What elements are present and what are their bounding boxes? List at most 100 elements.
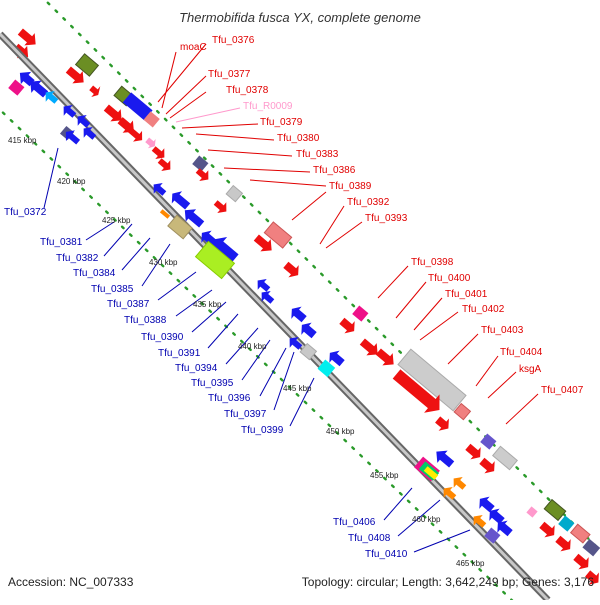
gene-feature[interactable] xyxy=(115,114,139,138)
gene-feature[interactable] xyxy=(263,221,293,249)
gene-feature[interactable] xyxy=(257,287,277,307)
gene-feature[interactable] xyxy=(41,87,61,107)
gene-feature[interactable] xyxy=(149,143,169,163)
gene-label[interactable]: Tfu_0403 xyxy=(481,325,524,336)
gene-feature[interactable] xyxy=(431,445,457,470)
gene-feature[interactable] xyxy=(352,305,369,322)
gene-feature[interactable] xyxy=(526,506,538,518)
gene-feature[interactable] xyxy=(25,75,51,100)
gene-feature[interactable] xyxy=(439,483,459,503)
gene-feature[interactable] xyxy=(251,231,277,256)
gene-feature[interactable] xyxy=(204,231,242,269)
gene-feature[interactable] xyxy=(325,347,348,370)
gene-feature[interactable] xyxy=(59,101,79,121)
gene-label[interactable]: moaC xyxy=(180,42,207,53)
gene-label[interactable]: Tfu_0395 xyxy=(191,378,234,389)
gene-feature[interactable] xyxy=(569,523,591,544)
gene-label[interactable]: Tfu_0394 xyxy=(175,363,218,374)
gene-feature[interactable] xyxy=(101,101,127,126)
gene-label[interactable]: Tfu_0386 xyxy=(313,165,356,176)
gene-feature[interactable] xyxy=(63,63,89,88)
gene-label[interactable]: Tfu_0407 xyxy=(541,385,584,396)
gene-label[interactable]: Tfu_0372 xyxy=(4,207,47,218)
gene-feature[interactable] xyxy=(389,365,447,419)
gene-label[interactable]: Tfu_0408 xyxy=(348,533,391,544)
gene-label[interactable]: Tfu_0388 xyxy=(124,315,167,326)
gene-feature[interactable] xyxy=(79,123,99,143)
gene-label[interactable]: Tfu_0401 xyxy=(445,289,488,300)
gene-label[interactable]: Tfu_0399 xyxy=(241,425,284,436)
gene-label[interactable]: ksgA xyxy=(519,364,542,375)
gene-feature[interactable] xyxy=(143,135,158,151)
gene-label[interactable]: Tfu_0377 xyxy=(208,69,251,80)
gene-feature[interactable] xyxy=(122,92,153,121)
gene-label[interactable]: Tfu_0387 xyxy=(107,299,150,310)
gene-label[interactable]: Tfu_0376 xyxy=(212,35,255,46)
gene-label[interactable]: Tfu_0383 xyxy=(296,149,339,160)
gene-feature[interactable] xyxy=(149,179,169,199)
gene-feature[interactable] xyxy=(297,319,320,342)
gene-label[interactable]: Tfu_0380 xyxy=(277,133,320,144)
gene-feature[interactable] xyxy=(480,433,497,450)
gene-label[interactable]: Tfu_0400 xyxy=(428,273,471,284)
gene-feature[interactable] xyxy=(337,315,360,338)
gene-label[interactable]: Tfu_0390 xyxy=(141,332,184,343)
gene-feature[interactable] xyxy=(180,204,207,230)
gene-feature[interactable] xyxy=(74,53,100,77)
gene-feature[interactable] xyxy=(558,515,575,532)
gene-feature[interactable] xyxy=(159,209,171,219)
gene-label[interactable]: Tfu_0392 xyxy=(347,197,390,208)
gene-feature[interactable] xyxy=(357,335,383,360)
gene-feature[interactable] xyxy=(469,511,489,531)
gene-feature[interactable] xyxy=(582,567,600,588)
gene-feature[interactable] xyxy=(449,473,469,493)
gene-feature[interactable] xyxy=(423,466,439,480)
gene-feature[interactable] xyxy=(87,82,104,99)
gene-feature[interactable] xyxy=(125,124,146,145)
gene-feature[interactable] xyxy=(194,240,236,280)
gene-feature[interactable] xyxy=(484,527,501,544)
gene-feature[interactable] xyxy=(167,214,193,240)
gene-label[interactable]: Tfu_0406 xyxy=(333,517,376,528)
gene-feature[interactable] xyxy=(287,303,310,326)
gene-label[interactable]: Tfu_0391 xyxy=(158,348,201,359)
gene-label[interactable]: Tfu_0396 xyxy=(208,393,251,404)
gene-label[interactable]: Tfu_0378 xyxy=(226,85,269,96)
gene-label[interactable]: Tfu_0389 xyxy=(329,181,372,192)
gene-feature[interactable] xyxy=(143,111,160,128)
gene-label[interactable]: Tfu_0404 xyxy=(500,347,543,358)
gene-label[interactable]: Tfu_0385 xyxy=(91,284,134,295)
gene-label[interactable]: Tfu_0410 xyxy=(365,549,408,560)
gene-feature[interactable] xyxy=(192,155,209,172)
gene-feature[interactable] xyxy=(8,79,25,96)
gene-feature[interactable] xyxy=(463,441,486,464)
gene-feature[interactable] xyxy=(317,359,336,378)
gene-feature[interactable] xyxy=(193,165,213,185)
gene-label[interactable]: Tfu_0393 xyxy=(365,213,408,224)
gene-feature[interactable] xyxy=(537,519,560,542)
gene-feature[interactable] xyxy=(211,197,231,217)
gene-feature[interactable] xyxy=(477,455,500,478)
gene-feature[interactable] xyxy=(73,111,93,131)
gene-label[interactable]: Tfu_0384 xyxy=(73,268,116,279)
gene-feature[interactable] xyxy=(543,498,567,522)
gene-feature[interactable] xyxy=(493,517,516,540)
gene-label[interactable]: Tfu_0402 xyxy=(462,304,505,315)
gene-feature[interactable] xyxy=(475,493,498,516)
gene-feature[interactable] xyxy=(253,275,273,295)
gene-label[interactable]: Tfu_0381 xyxy=(40,237,83,248)
gene-feature[interactable] xyxy=(373,345,399,370)
gene-feature[interactable] xyxy=(299,342,318,361)
gene-feature[interactable] xyxy=(485,505,508,528)
gene-feature[interactable] xyxy=(492,445,518,471)
gene-label[interactable]: Tfu_0397 xyxy=(224,409,267,420)
gene-label[interactable]: Tfu_0382 xyxy=(56,253,99,264)
gene-feature[interactable] xyxy=(397,348,467,412)
gene-feature[interactable] xyxy=(285,333,305,353)
gene-feature[interactable] xyxy=(61,126,82,147)
gene-feature[interactable] xyxy=(582,538,600,557)
gene-feature[interactable] xyxy=(453,402,472,421)
gene-feature[interactable] xyxy=(432,413,453,434)
gene-feature[interactable] xyxy=(15,25,41,50)
gene-label[interactable]: Tfu_R0009 xyxy=(243,101,293,112)
